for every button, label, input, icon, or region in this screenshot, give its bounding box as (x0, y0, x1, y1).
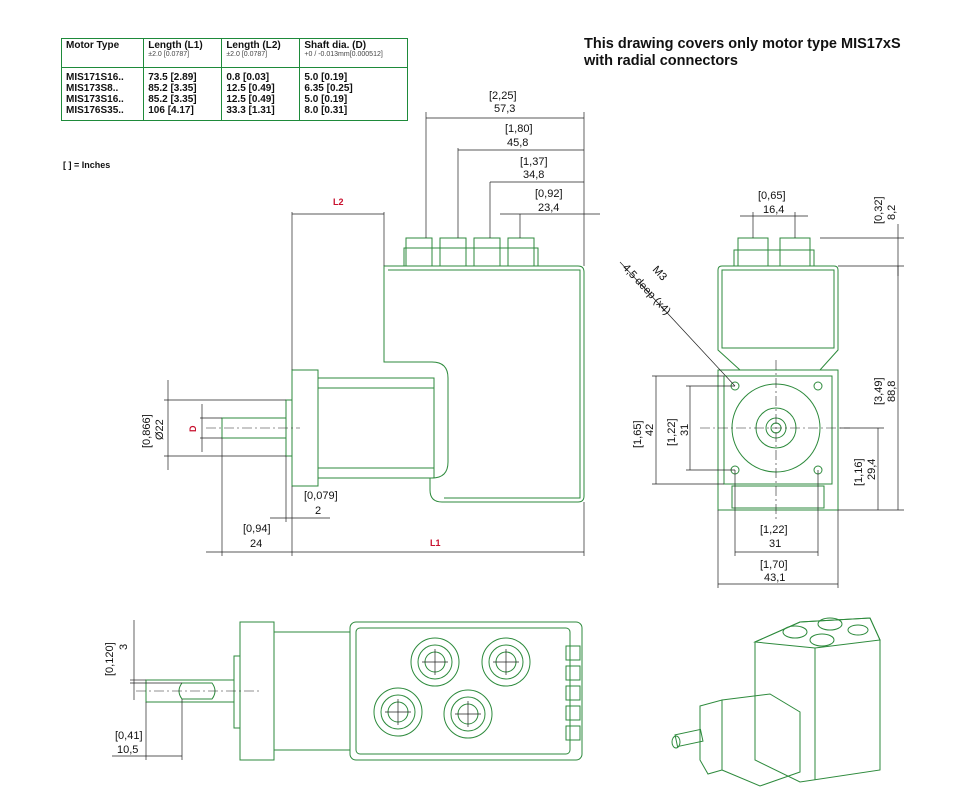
dim-23-inch: [0,92] (535, 188, 563, 200)
cell: 12.5 [0.49] (221, 94, 300, 105)
dim-conn-h-inch: [0,32] (873, 196, 885, 224)
dim-flat-mm: 3 (118, 644, 130, 650)
side-housing (383, 265, 585, 503)
dim-flat-len-mm: 10,5 (117, 744, 138, 756)
cell: 12.5 [0.49] (221, 83, 300, 94)
dim-flange42-inch: [1,65] (632, 420, 644, 448)
col-length-l2: Length (L2)±2.0 [0.0787] (221, 38, 300, 68)
top-view: [0,120] 3 [0,41] 10,5 (104, 620, 583, 761)
cell: MIS173S16.. (60, 94, 144, 105)
dim-24-mm: 24 (250, 538, 262, 550)
cell: 106 [4.17] (143, 105, 222, 121)
dim-conn-inch: [0,65] (758, 190, 786, 202)
cell: 6.35 [0.25] (299, 83, 408, 94)
coverage-note-line1: This drawing covers only motor type MIS1… (584, 36, 901, 52)
col-length-l1: Length (L1)±2.0 [0.0787] (143, 38, 222, 68)
dim-half-inch: [1,16] (853, 458, 865, 486)
dim-34-mm: 34,8 (523, 169, 544, 181)
side-view: [2,25] 57,3 [1,80] 45,8 [1,37] 34,8 [0,9… (141, 90, 600, 556)
dim-w31-inch: [1,22] (760, 524, 788, 536)
col-shaft-dia: Shaft dia. (D)+0 / -0.013mm[0.000512] (299, 38, 408, 68)
dim-conn-h-mm: 8,2 (886, 205, 898, 220)
dim-45-mm: 45,8 (507, 137, 528, 149)
dim-l2: L2 (333, 197, 344, 207)
top-connector (373, 687, 423, 737)
cell: 0.8 [0.03] (221, 67, 300, 83)
side-flange (291, 369, 319, 487)
top-motor-body (273, 631, 351, 751)
cell: 85.2 [3.35] (143, 83, 222, 94)
dim-w43-mm: 43,1 (764, 572, 785, 584)
cell: 33.3 [1.31] (221, 105, 300, 121)
table-row: MIS173S16.. 85.2 [3.35] 12.5 [0.49] 5.0 … (60, 94, 408, 105)
side-motor-body (317, 377, 435, 479)
dim-flange42-mm: 42 (644, 424, 656, 436)
dim-height-mm: 88,8 (886, 381, 898, 402)
top-connector (410, 637, 460, 687)
cell: 5.0 [0.19] (299, 67, 408, 83)
dim-w31-mm: 31 (769, 538, 781, 550)
cell: MIS173S8.. (60, 83, 144, 94)
inch-legend: [ ] = Inches (63, 160, 111, 170)
coverage-note: This drawing covers only motor type MIS1… (584, 36, 901, 70)
front-motor-face (717, 369, 839, 511)
table-header-row: Motor Type Length (L1)±2.0 [0.0787] Leng… (60, 38, 408, 68)
dim-holes-mm: 31 (679, 424, 691, 436)
cell: 85.2 [3.35] (143, 94, 222, 105)
col-motor-type: Motor Type (60, 38, 144, 68)
dim-2-mm: 2 (315, 505, 321, 517)
isometric-view (671, 617, 881, 787)
table-row: MIS173S8.. 85.2 [3.35] 12.5 [0.49] 6.35 … (60, 83, 408, 94)
dim-l1: L1 (430, 538, 441, 548)
dim-w43-inch: [1,70] (760, 559, 788, 571)
table-row: MIS176S35.. 106 [4.17] 33.3 [1.31] 8.0 [… (60, 105, 408, 121)
dim-d: D (188, 425, 198, 432)
front-connector (779, 237, 811, 267)
dim-flat-inch: [0,120] (104, 642, 116, 676)
side-connectors (403, 237, 539, 267)
m3-label: M3 (650, 264, 669, 283)
top-connector (443, 689, 493, 739)
spec-table: Motor Type Length (L1)±2.0 [0.0787] Leng… (60, 38, 408, 121)
dim-holes-inch: [1,22] (666, 418, 678, 446)
dim-flange-inch: [0,866] (141, 414, 153, 448)
dim-57-inch: [2,25] (489, 90, 517, 102)
front-connector (737, 237, 769, 267)
dim-flange-mm: Ø22 (154, 419, 166, 440)
dim-conn-mm: 16,4 (763, 204, 784, 216)
dim-half-mm: 29,4 (866, 459, 878, 480)
dim-height-inch: [3,49] (873, 377, 885, 405)
dim-34-inch: [1,37] (520, 156, 548, 168)
front-housing (717, 265, 839, 371)
dim-24-inch: [0,94] (243, 523, 271, 535)
table-row: MIS171S16.. 73.5 [2.89] 0.8 [0.03] 5.0 [… (60, 67, 408, 83)
cell: 8.0 [0.31] (299, 105, 408, 121)
dim-23-mm: 23,4 (538, 202, 559, 214)
cell: 5.0 [0.19] (299, 94, 408, 105)
dim-45-inch: [1,80] (505, 123, 533, 135)
dim-2-inch: [0,079] (304, 490, 338, 502)
coverage-note-line2: with radial connectors (584, 53, 738, 69)
cell: MIS176S35.. (60, 105, 144, 121)
top-housing (349, 621, 583, 761)
dim-57-mm: 57,3 (494, 103, 515, 115)
cell: 73.5 [2.89] (143, 67, 222, 83)
cell: MIS171S16.. (60, 67, 144, 83)
front-view: [0,65] 16,4 [0,32] 8,2 [3,49] 88,8 [1,16… (619, 190, 904, 588)
top-connector (481, 637, 531, 687)
dim-flat-len-inch: [0,41] (115, 730, 143, 742)
